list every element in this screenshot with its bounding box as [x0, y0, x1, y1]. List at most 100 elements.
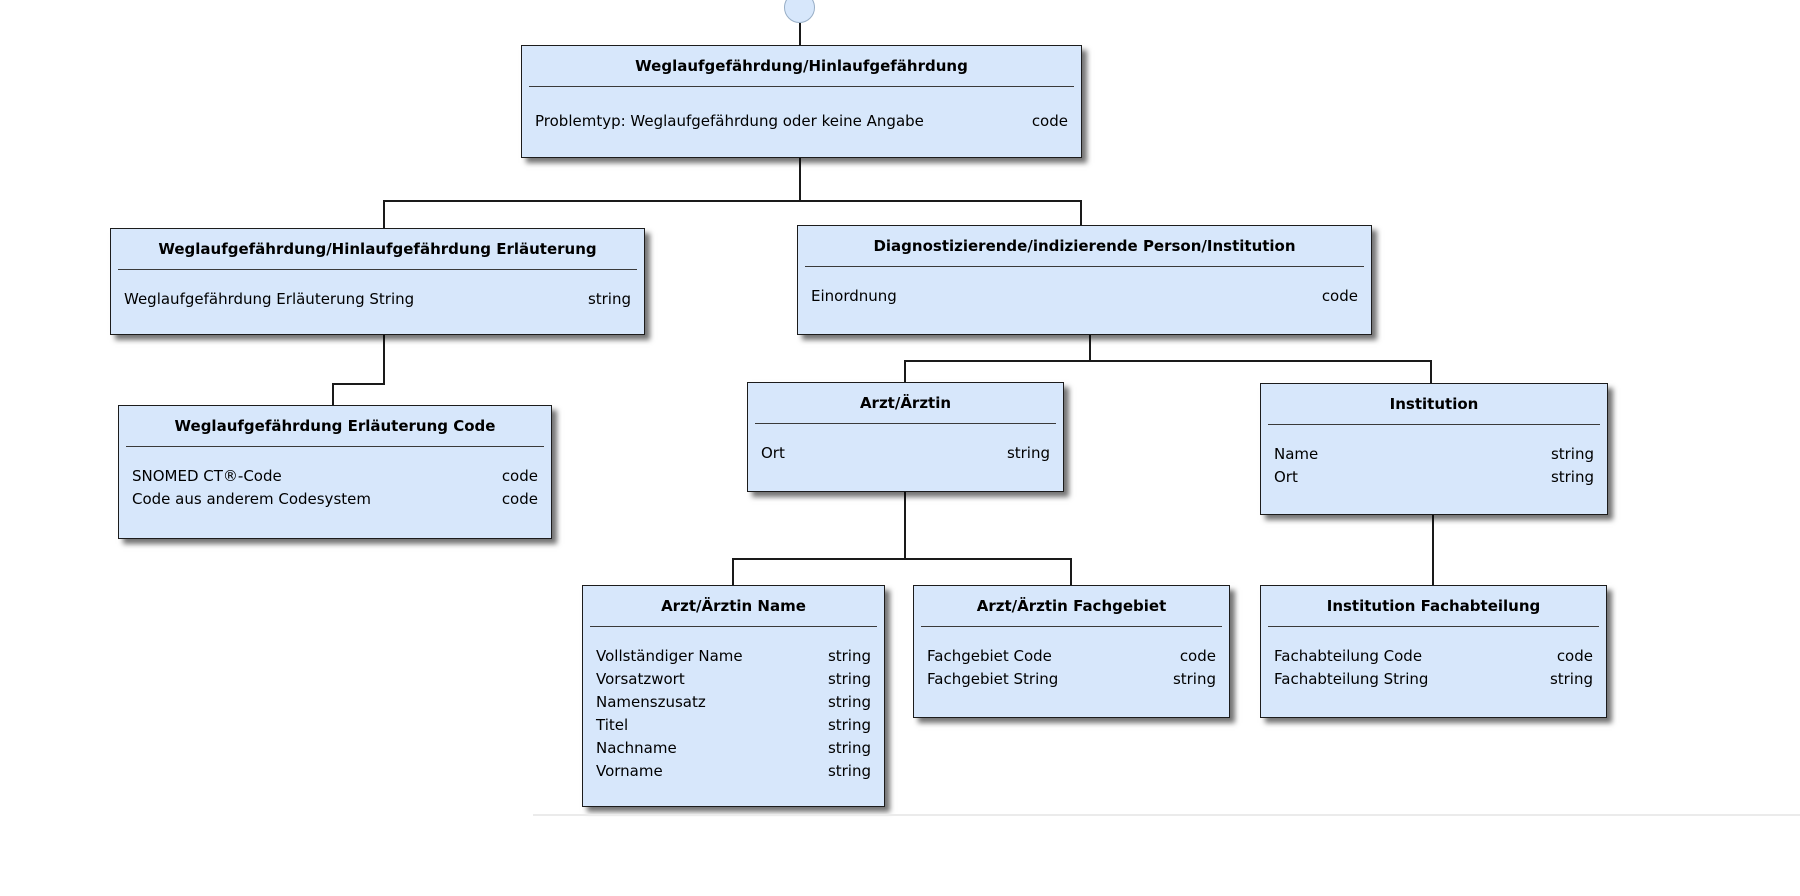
- title-separator: [755, 423, 1056, 424]
- attribute-label: Vorsatzwort: [596, 669, 685, 688]
- title-separator: [118, 269, 637, 270]
- connector-circle-to-root: [799, 23, 801, 45]
- section-divider: [533, 814, 1800, 816]
- attribute-list: Ort string: [748, 424, 1063, 464]
- attribute-type: string: [1006, 443, 1050, 462]
- title-separator: [529, 86, 1074, 87]
- attribute-label: Ort: [1274, 467, 1298, 486]
- attribute-list: Einordnung code: [798, 267, 1371, 307]
- attribute-label: Einordnung: [811, 286, 897, 305]
- node-arzt-aerztin[interactable]: Arzt/Ärztin Ort string: [747, 382, 1064, 492]
- node-title: Weglaufgefährdung Erläuterung Code: [174, 417, 496, 435]
- connector-drop-arzt-fachgebiet: [1070, 558, 1072, 585]
- attribute-type: string: [827, 669, 871, 688]
- attribute-list: Fachabteilung Code code Fachabteilung St…: [1261, 627, 1606, 690]
- attribute-row: Fachabteilung String string: [1274, 667, 1593, 690]
- node-weglaufgefaehrdung-hinlaufgefaehrdung[interactable]: Weglaufgefährdung/Hinlaufgefährdung Prob…: [521, 45, 1082, 158]
- connector-drop-person-institution: [1080, 200, 1082, 225]
- connector-drop-institution: [1430, 360, 1432, 383]
- attribute-label: Fachgebiet Code: [927, 646, 1052, 665]
- node-title: Institution: [1389, 395, 1479, 413]
- attribute-row: Ort string: [761, 441, 1050, 464]
- attribute-type: string: [1550, 467, 1594, 486]
- attribute-type: string: [587, 289, 631, 308]
- node-arzt-aerztin-fachgebiet[interactable]: Arzt/Ärztin Fachgebiet Fachgebiet Code c…: [913, 585, 1230, 718]
- attribute-type: string: [827, 761, 871, 780]
- attribute-list: Vollständiger Name string Vorsatzwort st…: [583, 627, 884, 782]
- attribute-label: Code aus anderem Codesystem: [132, 489, 371, 508]
- connector-arzt-stem: [904, 492, 906, 558]
- attribute-type: string: [827, 715, 871, 734]
- title-separator: [590, 626, 877, 627]
- attribute-type: string: [827, 738, 871, 757]
- attribute-type: code: [1179, 646, 1216, 665]
- node-title: Diagnostizierende/indizierende Person/In…: [873, 237, 1296, 255]
- attribute-type: code: [1031, 111, 1068, 130]
- connector-level2-horizontal: [904, 360, 1432, 362]
- attribute-type: code: [1556, 646, 1593, 665]
- attribute-row: Name string: [1274, 442, 1594, 465]
- attribute-row: Fachgebiet String string: [927, 667, 1216, 690]
- node-title: Arzt/Ärztin Fachgebiet: [976, 597, 1167, 615]
- connector-drop-arzt: [904, 360, 906, 382]
- node-title: Arzt/Ärztin: [859, 394, 952, 412]
- connector-level1-horizontal: [383, 200, 1082, 202]
- attribute-label: SNOMED CT®-Code: [132, 466, 282, 485]
- connector-person-stem: [1089, 335, 1091, 360]
- node-weglaufgefaehrdung-erlaeuterung-code[interactable]: Weglaufgefährdung Erläuterung Code SNOME…: [118, 405, 552, 539]
- attribute-list: Problemtyp: Weglaufgefährdung oder keine…: [522, 87, 1081, 132]
- attribute-type: string: [1172, 669, 1216, 688]
- attribute-type: code: [1321, 286, 1358, 305]
- title-separator: [1268, 626, 1599, 627]
- node-title: Weglaufgefährdung/Hinlaufgefährdung: [635, 57, 968, 75]
- attribute-label: Name: [1274, 444, 1319, 463]
- attribute-row: SNOMED CT®-Code code: [132, 464, 538, 487]
- attribute-row: Fachgebiet Code code: [927, 644, 1216, 667]
- node-diagnostizierende-indizierende-person-institution[interactable]: Diagnostizierende/indizierende Person/In…: [797, 225, 1372, 335]
- attribute-row: Vorname string: [596, 759, 871, 782]
- attribute-row: Vorsatzwort string: [596, 667, 871, 690]
- attribute-row: Namenszusatz string: [596, 690, 871, 713]
- connector-erlaeuterung-elbow-horizontal: [332, 383, 385, 385]
- attribute-label: Weglaufgefährdung Erläuterung String: [124, 289, 415, 308]
- node-title: Arzt/Ärztin Name: [661, 597, 806, 615]
- attribute-row: Ort string: [1274, 465, 1594, 488]
- attribute-label: Nachname: [596, 738, 677, 757]
- attribute-row: Weglaufgefährdung Erläuterung String str…: [124, 287, 631, 310]
- attribute-row: Code aus anderem Codesystem code: [132, 487, 538, 510]
- node-arzt-aerztin-name[interactable]: Arzt/Ärztin Name Vollständiger Name stri…: [582, 585, 885, 807]
- connector-root-stem: [799, 158, 801, 200]
- attribute-type: string: [1550, 444, 1594, 463]
- connector-erlaeuterung-stem: [383, 335, 385, 385]
- attribute-list: SNOMED CT®-Code code Code aus anderem Co…: [119, 447, 551, 510]
- node-weglaufgefaehrdung-hinlaufgefaehrdung-erlaeuterung[interactable]: Weglaufgefährdung/Hinlaufgefährdung Erlä…: [110, 228, 645, 335]
- root-anchor-circle: [784, 0, 815, 23]
- node-title: Institution Fachabteilung: [1326, 597, 1541, 615]
- attribute-label: Titel: [596, 715, 629, 734]
- node-institution[interactable]: Institution Name string Ort string: [1260, 383, 1608, 515]
- attribute-type: string: [827, 692, 871, 711]
- attribute-label: Fachgebiet String: [927, 669, 1059, 688]
- attribute-row: Nachname string: [596, 736, 871, 759]
- title-separator: [1268, 424, 1600, 425]
- attribute-list: Fachgebiet Code code Fachgebiet String s…: [914, 627, 1229, 690]
- attribute-label: Namenszusatz: [596, 692, 706, 711]
- connector-drop-erlaeuterung-code: [332, 383, 334, 405]
- node-title: Weglaufgefährdung/Hinlaufgefährdung Erlä…: [158, 240, 597, 258]
- attribute-type: code: [501, 466, 538, 485]
- attribute-list: Weglaufgefährdung Erläuterung String str…: [111, 270, 644, 310]
- attribute-label: Vorname: [596, 761, 663, 780]
- attribute-row: Titel string: [596, 713, 871, 736]
- title-separator: [126, 446, 544, 447]
- node-institution-fachabteilung[interactable]: Institution Fachabteilung Fachabteilung …: [1260, 585, 1607, 718]
- attribute-label: Fachabteilung Code: [1274, 646, 1423, 665]
- attribute-row: Fachabteilung Code code: [1274, 644, 1593, 667]
- attribute-list: Name string Ort string: [1261, 425, 1607, 488]
- connector-drop-erlaeuterung: [383, 200, 385, 228]
- connector-level3-horizontal: [732, 558, 1072, 560]
- attribute-label: Ort: [761, 443, 785, 462]
- attribute-type: string: [827, 646, 871, 665]
- attribute-label: Vollständiger Name: [596, 646, 743, 665]
- attribute-row: Einordnung code: [811, 284, 1358, 307]
